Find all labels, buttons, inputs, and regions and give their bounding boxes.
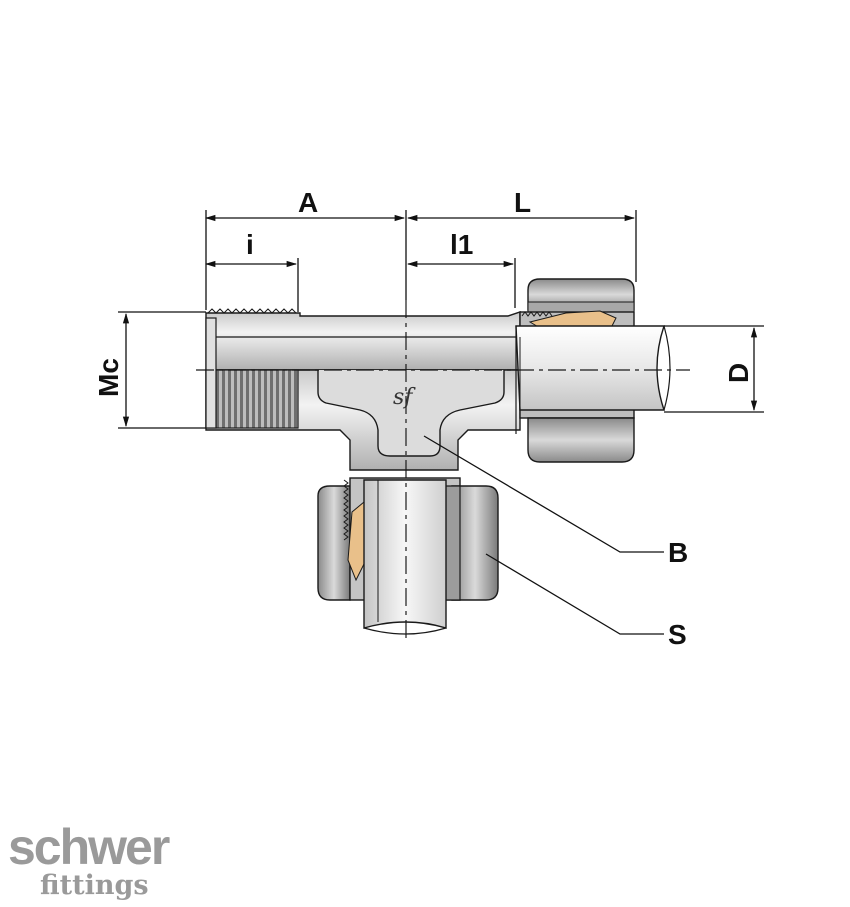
dim-label-d: D [723,363,754,383]
dim-label-l: L [514,187,531,218]
dim-label-i: i [246,229,254,260]
brand-logo: schwer fittings [8,819,172,901]
callout-b: B [668,537,688,568]
callout-s: S [668,619,687,650]
callout-lines [423,435,664,635]
right-tube [515,325,671,434]
dimension-lines [118,210,764,429]
logo-sub: fittings [40,870,149,901]
dim-label-l1: l1 [450,229,473,260]
dim-label-a: A [298,187,318,218]
thread-mc [205,369,299,429]
fitting-body [205,308,521,471]
dim-label-mc: Mc [93,358,124,397]
logo-brand: schwer [8,819,170,875]
centerlines [196,300,690,640]
ferrule-bottom [347,500,367,582]
center-mark: sf [393,385,416,410]
bottom-tube [363,479,447,635]
